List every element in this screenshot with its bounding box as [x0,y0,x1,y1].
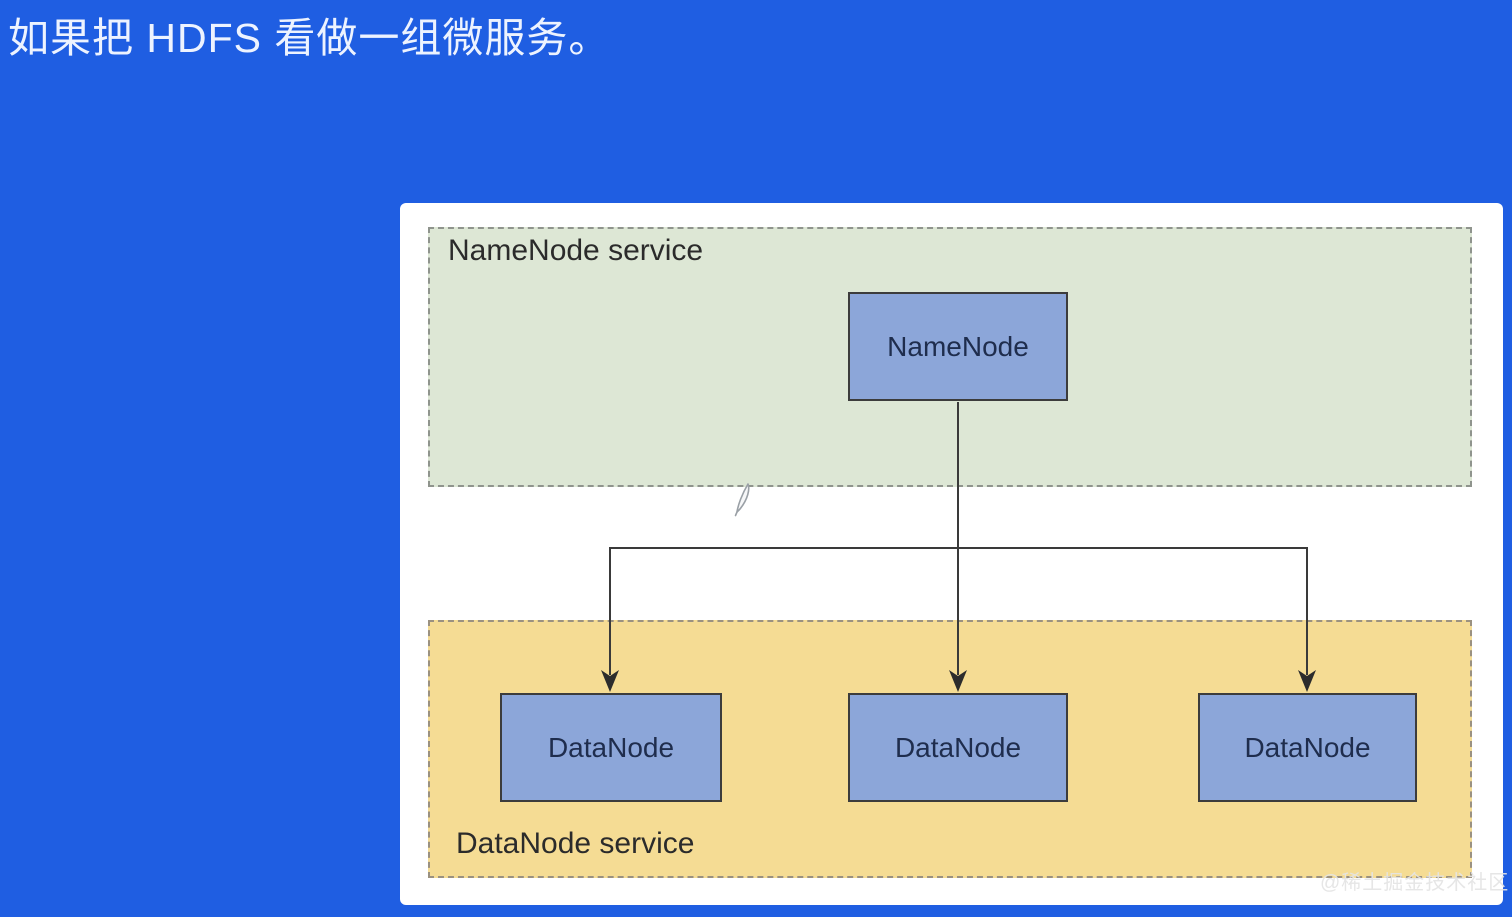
datanode-center-label: DataNode [894,731,1022,763]
datanode-box-center: DataNode [848,693,1068,802]
diagram-panel: NameNode service DataNode service NameNo… [400,203,1503,905]
datanode-box-left: DataNode [500,693,722,802]
datanode-box-right: DataNode [1198,693,1417,802]
namenode-box: NameNode [848,292,1068,401]
page-title: 如果把 HDFS 看做一组微服务。 [8,15,611,61]
datanode-service-label: DataNode service [456,827,695,860]
datanode-left-label: DataNode [547,731,675,763]
namenode-label: NameNode [887,330,1029,362]
datanode-right-label: DataNode [1244,731,1371,763]
watermark: @稀土掘金技术社区 [1320,872,1510,894]
namenode-service-label: NameNode service [448,234,704,267]
